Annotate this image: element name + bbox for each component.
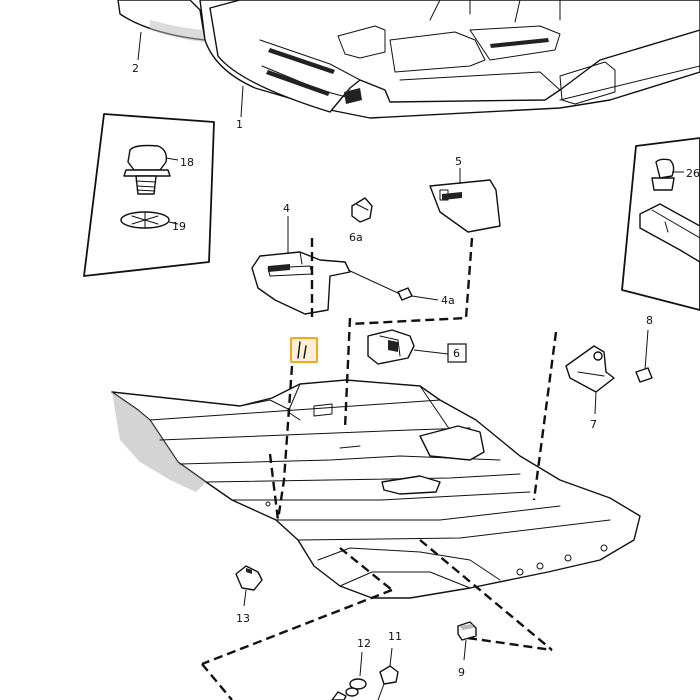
callout-19: 19 (172, 220, 186, 233)
callout-6a: 6a (349, 231, 363, 244)
part-13-clip: 13 (235, 565, 263, 625)
callout-2: 2 (132, 62, 139, 75)
part-9-block: 9 (457, 621, 477, 679)
part-12-washer: 12 (331, 637, 371, 700)
part-5-bracket: 5 (429, 155, 501, 233)
callout-18: 18 (180, 156, 194, 169)
callout-13: 13 (236, 612, 250, 625)
callout-9: 9 (458, 666, 465, 679)
dashed-leaders (201, 237, 558, 700)
floor-carpet (111, 379, 641, 599)
callout-26: 26 (686, 167, 700, 180)
inset-fastener-box: 18 19 (83, 113, 215, 277)
part-4-bracket: 4 4a (251, 202, 455, 315)
part-6a-clip: 6a (349, 197, 373, 244)
callout-6: 6 (453, 347, 460, 360)
callout-12: 12 (357, 637, 371, 650)
part-6-block: 6 (367, 329, 467, 365)
callout-5: 5 (455, 155, 462, 168)
highlighted-reference-marker[interactable] (290, 337, 318, 363)
callout-7: 7 (590, 418, 597, 431)
callout-1: 1 (236, 118, 243, 131)
upper-carpet-assembly (117, 0, 700, 119)
part-11-bolt: 11 (377, 630, 402, 700)
inset-clip-box: 26 (621, 137, 700, 311)
callout-11: 11 (388, 630, 402, 643)
callout-4: 4 (283, 202, 290, 215)
callout-8: 8 (646, 314, 653, 327)
callout-4a: 4a (441, 294, 455, 307)
part-8-screw: 8 (635, 314, 653, 383)
part-7-bracket: 7 (565, 345, 615, 431)
